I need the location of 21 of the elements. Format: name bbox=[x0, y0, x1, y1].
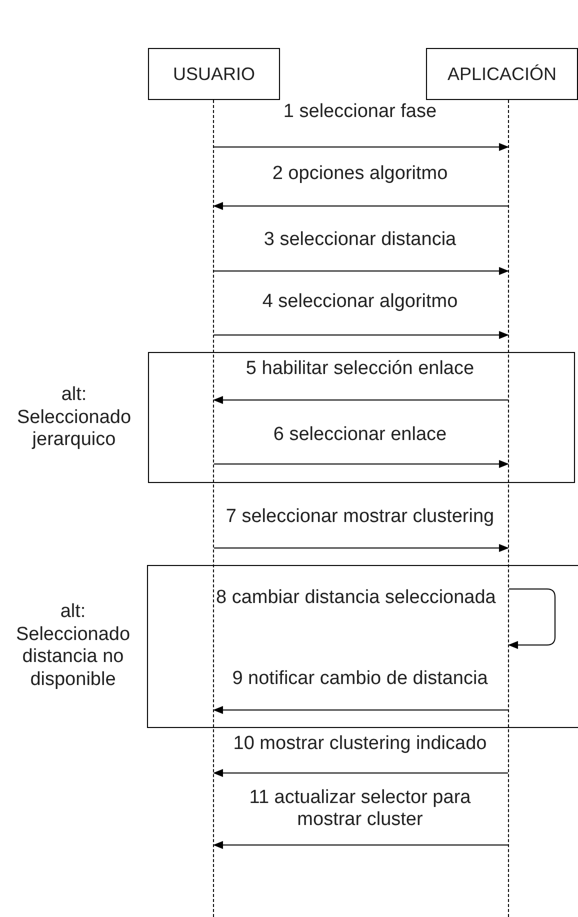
lifeline-header-box: USUARIO bbox=[148, 48, 280, 100]
message-arrow bbox=[213, 841, 508, 849]
message-arrow bbox=[214, 544, 509, 552]
lifeline-header-box: APLICACIÓN bbox=[426, 48, 578, 100]
lifeline bbox=[508, 100, 509, 917]
message-arrow bbox=[213, 396, 508, 404]
edge-label: 4 seleccionar algoritmo bbox=[261, 291, 459, 313]
lifeline bbox=[213, 100, 214, 917]
message-arrow bbox=[213, 202, 508, 210]
edge-label: 2 opciones algoritmo bbox=[271, 163, 449, 185]
message-arrow bbox=[213, 769, 508, 777]
edge-label: 7 seleccionar mostrar clustering bbox=[224, 506, 496, 528]
edge-label: 10 mostrar clustering indicado bbox=[232, 733, 488, 755]
message-arrow bbox=[508, 588, 556, 649]
message-arrow bbox=[214, 460, 509, 468]
message-arrow bbox=[213, 706, 508, 714]
message-arrow bbox=[214, 331, 509, 339]
message-arrow bbox=[214, 267, 509, 275]
fragment-label: alt: Seleccionado distancia no disponible bbox=[5, 601, 141, 691]
message-arrow bbox=[214, 143, 509, 151]
fragment-label: alt: Seleccionado jerarquico bbox=[6, 384, 142, 452]
